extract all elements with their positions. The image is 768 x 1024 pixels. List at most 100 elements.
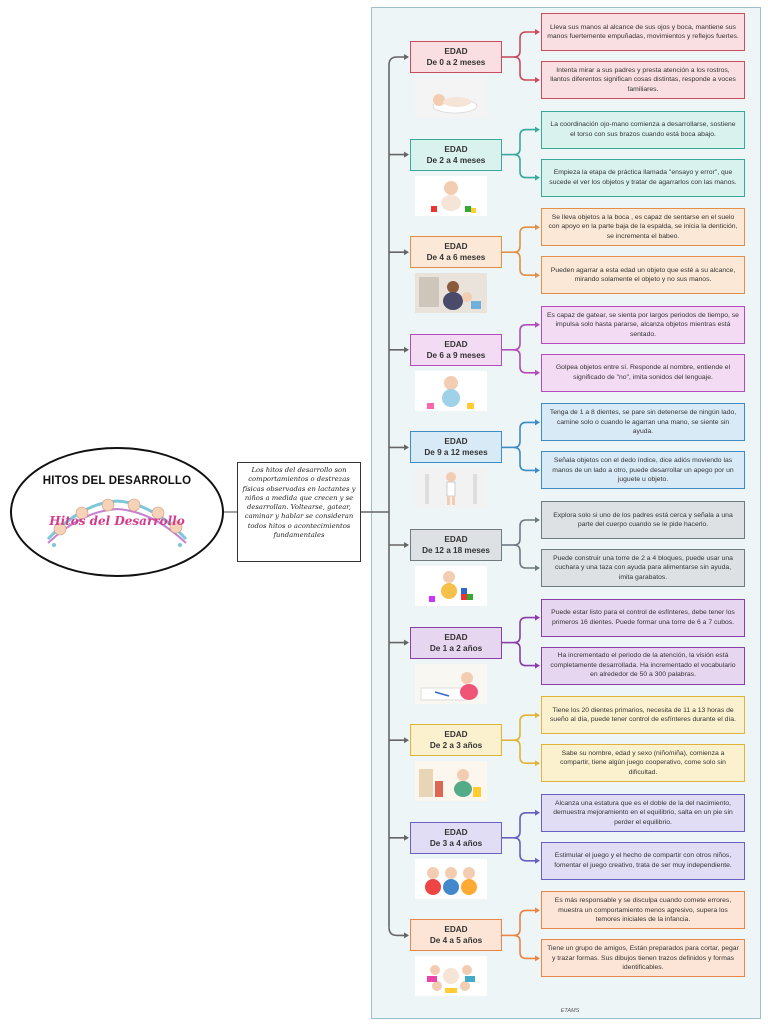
item-branch-arrow (535, 712, 540, 719)
item-branch-arrow (535, 760, 540, 767)
trunk-branch-arrow (404, 444, 409, 451)
trunk-branch-arrow (404, 834, 409, 841)
item-branch-line (513, 251, 538, 276)
item-branch-line (513, 812, 538, 839)
age-label: EDAD (444, 632, 468, 642)
item-branch-line (513, 544, 538, 569)
item-branch-line (513, 349, 538, 374)
age-range-text: De 4 a 5 años (429, 936, 483, 946)
milestone-description: Intenta mirar a sus padres y presta aten… (541, 61, 745, 99)
item-branch-line (513, 934, 538, 960)
item-branch-line (513, 128, 538, 156)
age-label: EDAD (444, 47, 468, 56)
milestone-description: Lleva sus manos al alcance de sus ojos y… (541, 13, 745, 51)
milestone-description: Ha incrementado el periodo de la atenció… (541, 646, 745, 685)
age-label: EDAD (444, 339, 468, 349)
item-branch-arrow (535, 77, 540, 83)
baby-standing-photo (415, 468, 487, 509)
age-range-text: De 6 a 9 meses (426, 350, 486, 360)
item-branch-arrow (535, 29, 540, 35)
age-label: EDAD (444, 925, 468, 935)
title-oval: HITOS DEL DESARROLLO Hitos del Desarroll… (10, 447, 224, 577)
item-branch-line (513, 837, 538, 862)
trunk-branch-arrow (404, 249, 409, 256)
age-label: EDAD (444, 535, 468, 544)
age-label: EDAD (444, 242, 468, 252)
item-branch-line (513, 226, 538, 253)
milestone-description: Tiene los 20 dientes primarios, necesita… (541, 696, 745, 735)
item-branch-arrow (535, 467, 540, 474)
item-branch-line (513, 56, 538, 81)
parent-and-baby-photo (415, 273, 487, 314)
item-branch-arrow (535, 857, 540, 864)
trunk-branch-arrow (404, 346, 409, 353)
age-range-text: De 2 a 3 años (429, 741, 483, 751)
item-branch-line (513, 519, 538, 546)
milestone-description: Puede construir una torre de 2 a 4 bloqu… (541, 549, 745, 587)
main-title: HITOS DEL DESARROLLO (42, 475, 192, 487)
item-branch-arrow (535, 321, 540, 328)
item-branch-arrow (535, 419, 540, 426)
age-label: EDAD (444, 144, 468, 154)
trunk-branch (388, 927, 408, 937)
children-circle-photo (415, 956, 487, 997)
milestone-description: Estimular el juego y el hecho de compart… (541, 841, 745, 880)
trunk-branch-arrow (404, 542, 409, 548)
age-range-text: De 12 a 18 meses (422, 546, 490, 555)
trunk-branch-arrow (404, 932, 409, 939)
milestone-description: Sabe su nombre, edad y sexo (niño/niña),… (541, 744, 745, 783)
age-range-text: De 3 a 4 años (429, 838, 483, 848)
age-range-text: De 9 a 12 meses (424, 448, 488, 458)
definition-box: Los hitos del desarrollo son comportamie… (237, 462, 361, 562)
milestone-description: Alcanza una estatura que es el doble de … (541, 793, 745, 832)
item-branch-line (513, 153, 538, 179)
item-branch-line (513, 714, 538, 741)
age-range-node: EDAD De 0 a 2 meses (410, 41, 502, 73)
milestone-description: Es más responsable y se disculpa cuando … (541, 891, 745, 930)
item-branch-arrow (535, 517, 540, 523)
milestone-description: Tenga de 1 a 8 dientes, se pare sin dete… (541, 403, 745, 442)
item-branch-arrow (535, 662, 540, 669)
age-range-text: De 0 a 2 meses (426, 58, 486, 67)
milestone-description: Se lleva objetos a la boca , es capaz de… (541, 208, 745, 247)
age-label: EDAD (444, 730, 468, 740)
age-range-text: De 4 a 6 meses (426, 253, 486, 263)
trunk-branch-arrow (404, 639, 409, 646)
child-drawing-photo (415, 663, 487, 704)
milestone-description: Empieza la etapa de práctica llamada "en… (541, 158, 745, 197)
footer-label: ETAMS (560, 1008, 580, 1014)
item-branch-arrow (535, 907, 540, 914)
item-branch-arrow (535, 272, 540, 279)
children-group-photo (415, 858, 487, 899)
age-label: EDAD (444, 437, 468, 447)
age-range-text: De 2 a 4 meses (426, 155, 486, 165)
title-illustration: Hitos del Desarrollo (42, 493, 192, 555)
age-label: EDAD (444, 827, 468, 837)
item-branch-line (513, 324, 538, 351)
item-branch-line (513, 641, 538, 667)
toddler-blocks-photo (415, 566, 487, 606)
milestone-description: Golpea objetos entre sí. Responde al nom… (541, 353, 745, 392)
item-branch-line (513, 616, 538, 644)
child-playing-photo (415, 761, 487, 802)
title-image-text: Hitos del Desarrollo (49, 514, 185, 528)
trunk-branch (388, 56, 408, 66)
age-range-text: De 1 a 2 años (429, 643, 483, 653)
item-branch-arrow (535, 224, 540, 231)
item-branch-arrow (535, 614, 540, 621)
milestone-description: Pueden agarrar a esta edad un objeto que… (541, 256, 745, 295)
baby-with-toys-photo (415, 175, 487, 216)
sleeping-baby-photo (415, 78, 487, 118)
baby-sitting-photo (415, 370, 487, 411)
trunk-branch-arrow (404, 737, 409, 744)
item-branch-arrow (535, 174, 540, 181)
trunk-branch-arrow (404, 54, 409, 60)
item-branch-arrow (535, 809, 540, 816)
